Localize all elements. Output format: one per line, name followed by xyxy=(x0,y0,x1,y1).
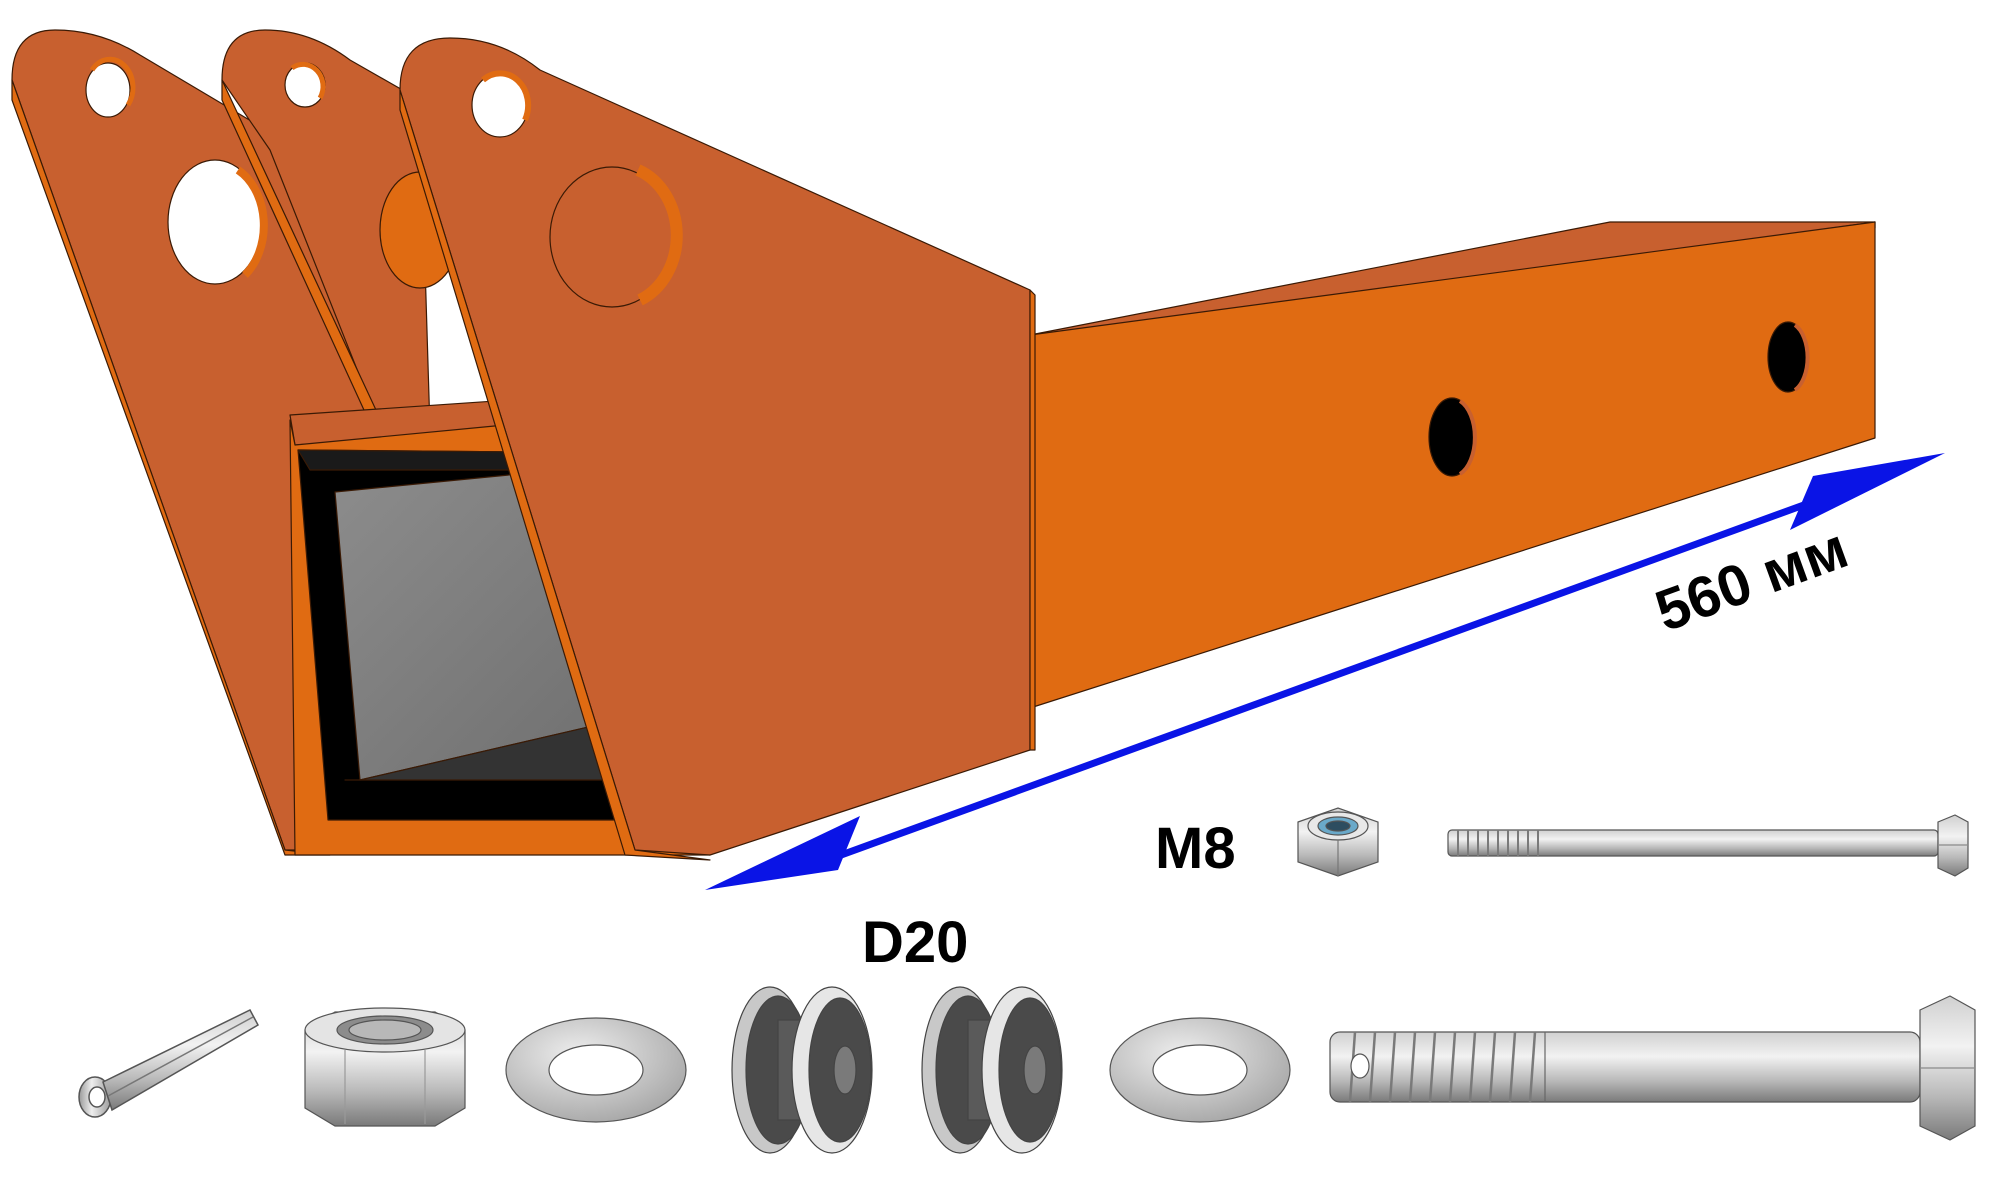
washer-icon xyxy=(1109,1017,1291,1123)
bolt-icon xyxy=(1329,995,1976,1141)
roller-icon xyxy=(921,986,1063,1154)
washer-icon xyxy=(505,1017,687,1123)
dimension-label: 560 мм xyxy=(1647,515,1856,644)
cotter-pin-icon xyxy=(78,1009,260,1118)
hex-nut-icon xyxy=(304,1007,466,1127)
roller-label: D20 xyxy=(862,910,968,975)
lock-nut-icon xyxy=(1297,807,1379,877)
bracket-frame-icon xyxy=(11,29,1876,861)
bolt-icon xyxy=(1447,814,1969,877)
roller-icon xyxy=(731,986,873,1154)
bolt-small-label: M8 xyxy=(1155,816,1236,881)
dimension-arrow xyxy=(705,453,1945,890)
